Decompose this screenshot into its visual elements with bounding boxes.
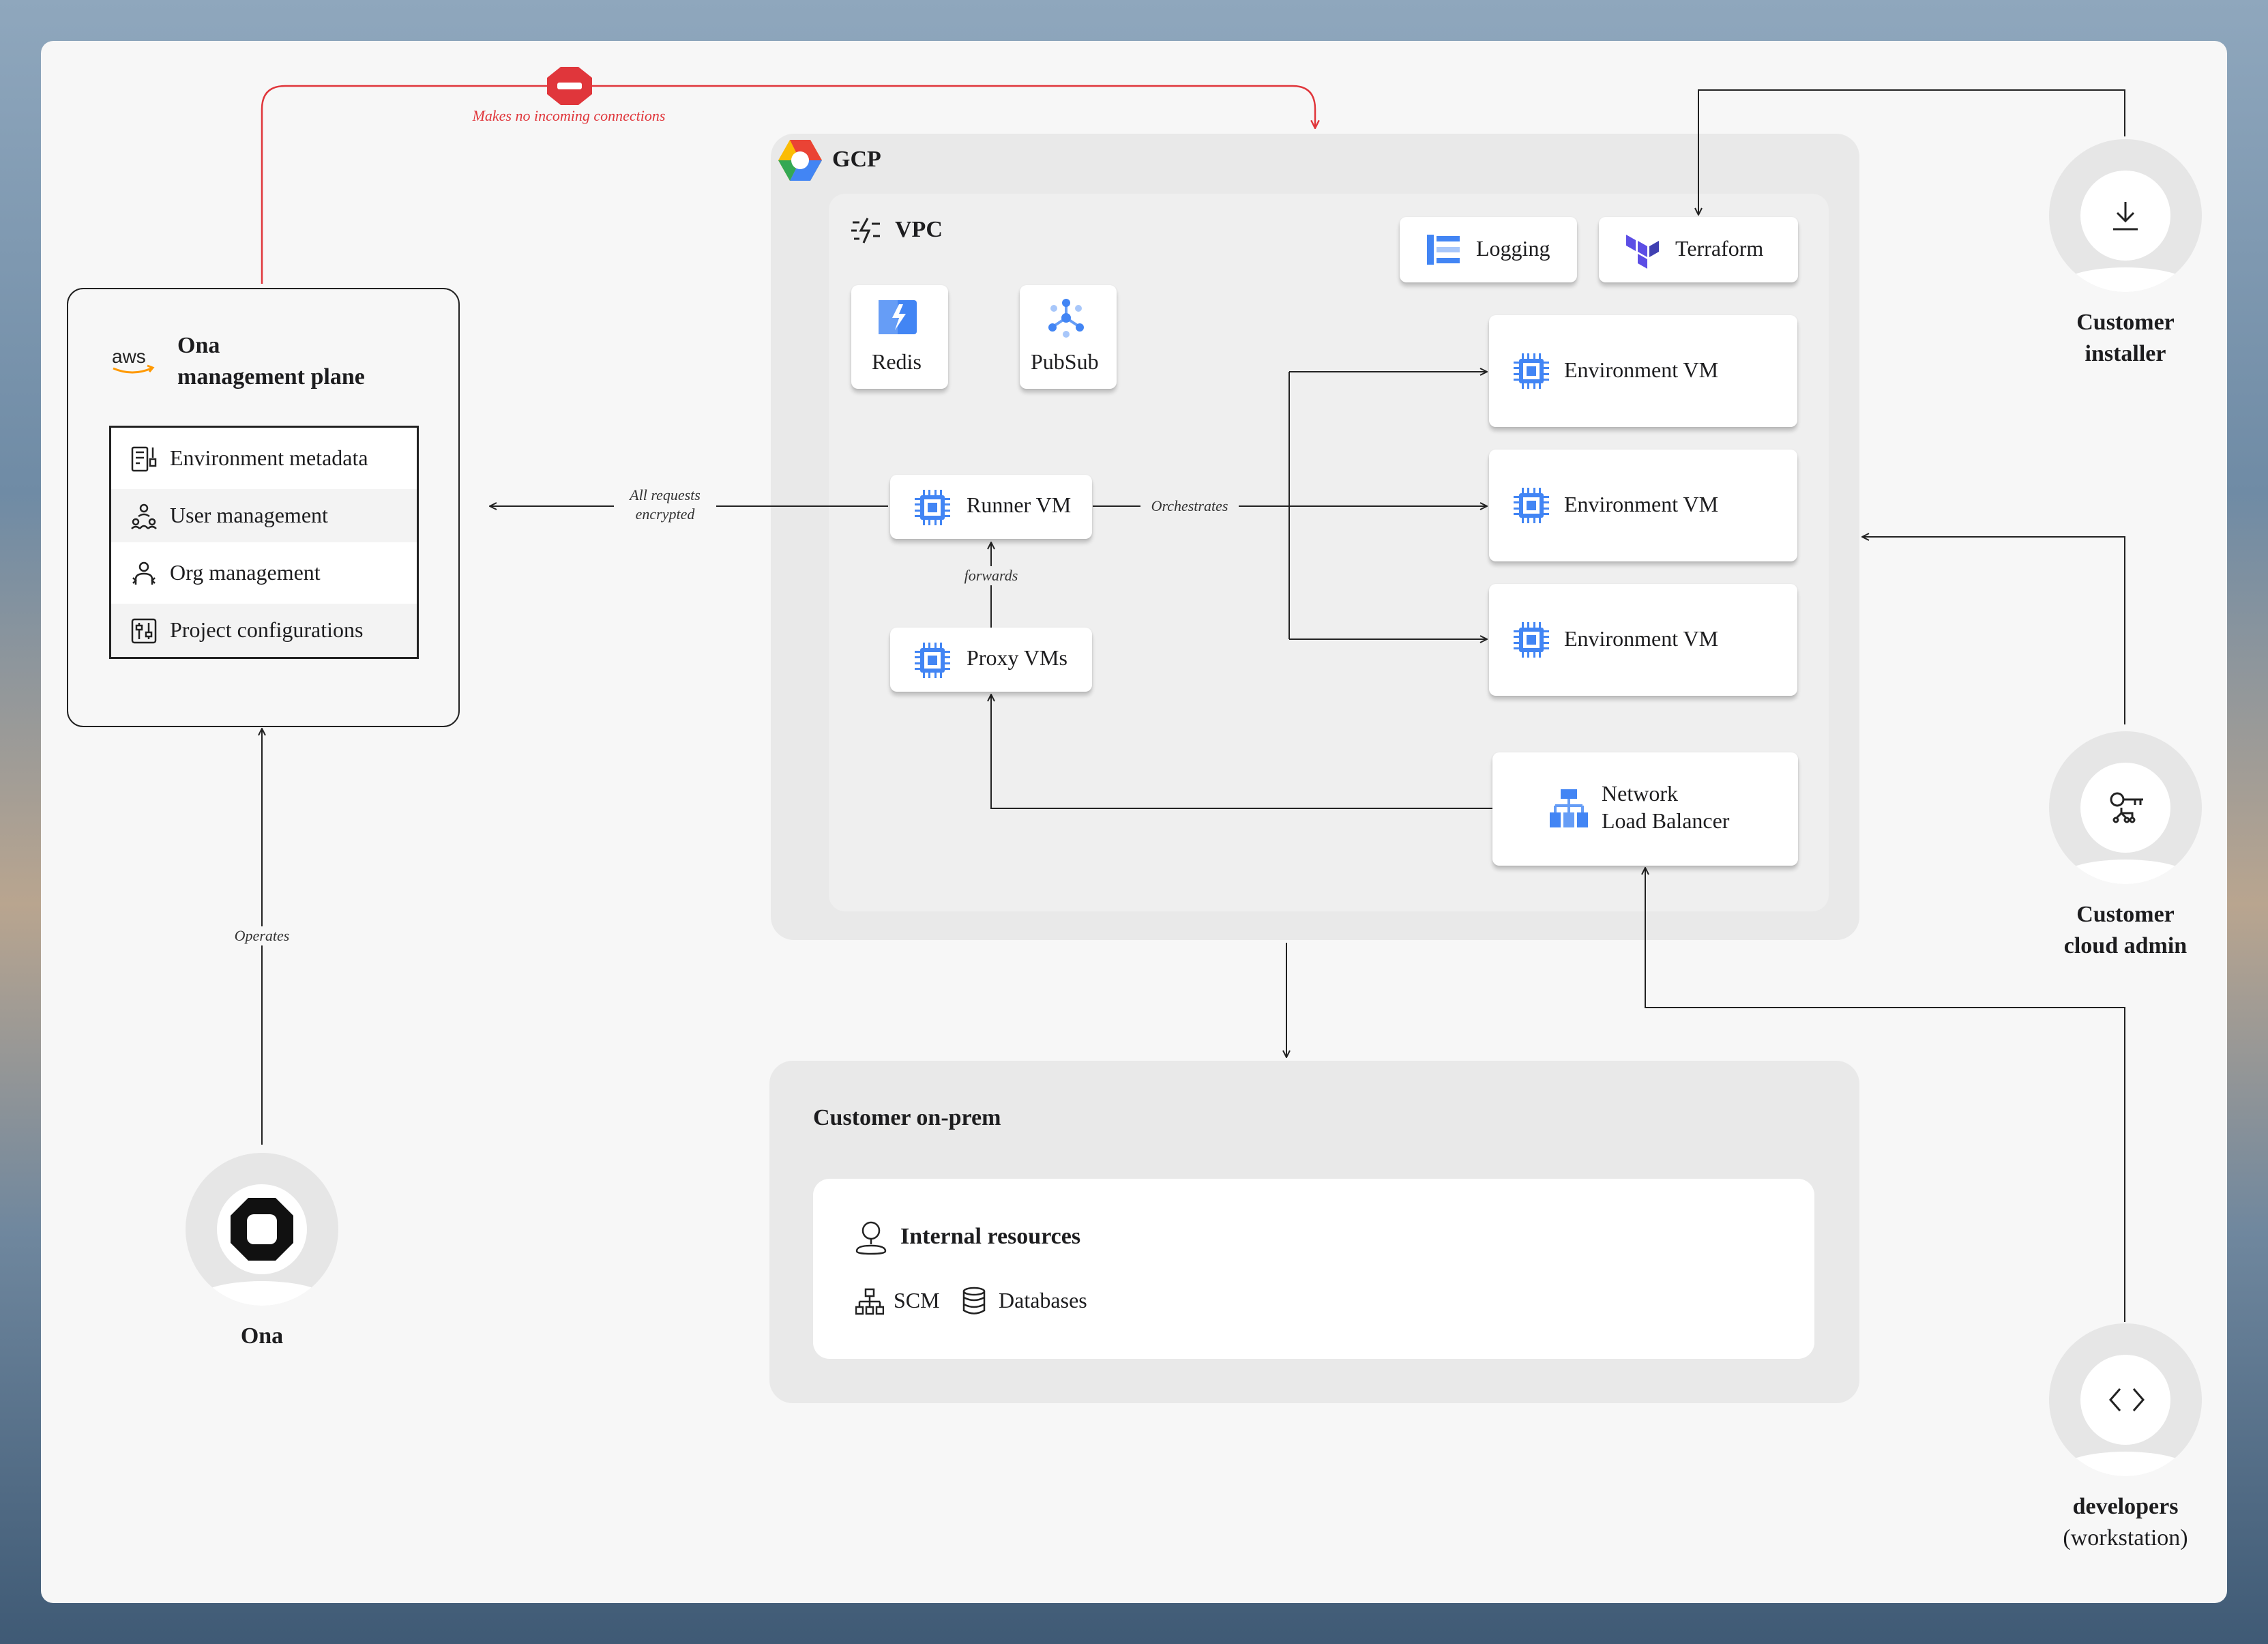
logging-node[interactable]: Logging bbox=[1400, 217, 1577, 282]
redis-node[interactable]: Redis bbox=[851, 285, 948, 389]
proxy-vms-label: Proxy VMs bbox=[967, 645, 1067, 670]
environment-vm-node[interactable]: Environment VM bbox=[1489, 450, 1797, 561]
vm-chip-icon bbox=[1512, 352, 1550, 394]
aws-logo-icon: aws bbox=[111, 345, 160, 381]
ona-avatar[interactable] bbox=[186, 1153, 338, 1306]
environment-vm-label: Environment VM bbox=[1564, 626, 1719, 651]
list-item[interactable]: User management bbox=[111, 489, 417, 542]
runner-vm-node[interactable]: Runner VM bbox=[890, 475, 1092, 539]
developers-avatar[interactable] bbox=[2049, 1323, 2202, 1476]
org-icon bbox=[130, 560, 158, 591]
terraform-node[interactable]: Terraform bbox=[1599, 217, 1798, 282]
vm-chip-icon bbox=[913, 488, 952, 530]
stop-icon bbox=[546, 65, 593, 106]
gcp-title: GCP bbox=[832, 147, 881, 172]
load-balancer-label-line2: Load Balancer bbox=[1602, 808, 1730, 833]
requests-encrypted-label: All requests encrypted bbox=[614, 486, 716, 524]
database-icon bbox=[962, 1287, 986, 1319]
vpc-title: VPC bbox=[895, 217, 943, 242]
load-balancer-icon bbox=[1550, 788, 1588, 832]
management-plane-node[interactable]: aws Ona management plane Environment met… bbox=[67, 288, 460, 727]
list-item[interactable]: Org management bbox=[111, 546, 417, 600]
no-incoming-label: Makes no incoming connections bbox=[453, 106, 685, 126]
logging-icon bbox=[1426, 232, 1461, 271]
list-item[interactable]: Project configurations bbox=[111, 604, 417, 657]
installer-line2: installer bbox=[2085, 341, 2166, 366]
operates-label: Operates bbox=[228, 926, 296, 945]
code-icon bbox=[2108, 1385, 2146, 1418]
vm-chip-icon bbox=[1512, 621, 1550, 662]
installer-line1: Customer bbox=[2076, 310, 2175, 335]
scm-label: SCM bbox=[894, 1288, 940, 1312]
logging-label: Logging bbox=[1476, 236, 1550, 261]
vm-chip-icon bbox=[1512, 486, 1550, 528]
vpc-icon bbox=[850, 216, 883, 246]
list-item-label: Environment metadata bbox=[170, 445, 368, 470]
requests-label-line2: encrypted bbox=[635, 505, 695, 523]
cloud-admin-line1: Customer bbox=[2076, 902, 2175, 927]
databases-label: Databases bbox=[999, 1288, 1087, 1312]
pubsub-icon bbox=[1044, 297, 1088, 342]
redis-icon bbox=[876, 297, 919, 340]
terraform-icon bbox=[1623, 232, 1660, 272]
internal-resources-panel bbox=[813, 1179, 1814, 1359]
ona-logo-icon bbox=[228, 1195, 296, 1267]
users-icon bbox=[130, 503, 158, 533]
environment-vm-node[interactable]: Environment VM bbox=[1489, 584, 1797, 696]
cloud-admin-line2: cloud admin bbox=[2063, 933, 2188, 958]
load-balancer-node[interactable]: Network Load Balancer bbox=[1492, 752, 1798, 866]
on-prem-title: Customer on-prem bbox=[813, 1105, 1001, 1130]
forwards-label: forwards bbox=[955, 566, 1027, 585]
proxy-vms-node[interactable]: Proxy VMs bbox=[890, 628, 1092, 692]
ona-label: Ona bbox=[240, 1323, 284, 1349]
environment-vm-label: Environment VM bbox=[1564, 492, 1719, 516]
customer-cloud-admin-avatar[interactable] bbox=[2049, 731, 2202, 884]
management-plane-list: Environment metadata User management Org… bbox=[109, 426, 419, 659]
pubsub-label: PubSub bbox=[1031, 349, 1099, 374]
requests-label-line1: All requests bbox=[630, 486, 701, 503]
load-balancer-label-line1: Network bbox=[1602, 781, 1678, 806]
location-pin-icon bbox=[854, 1220, 888, 1259]
redis-label: Redis bbox=[872, 349, 922, 374]
runner-vm-label: Runner VM bbox=[967, 493, 1072, 517]
internal-resources-title: Internal resources bbox=[900, 1224, 1081, 1249]
key-icon bbox=[2108, 790, 2146, 829]
customer-installer-avatar[interactable] bbox=[2049, 139, 2202, 292]
scm-icon bbox=[855, 1288, 885, 1320]
environment-vm-node[interactable]: Environment VM bbox=[1489, 315, 1797, 427]
customer-installer-label: Customer installer bbox=[1989, 307, 2262, 370]
terraform-label: Terraform bbox=[1675, 236, 1764, 261]
customer-cloud-admin-label: Customer cloud admin bbox=[1989, 899, 2262, 962]
download-icon bbox=[2109, 199, 2142, 235]
metadata-icon bbox=[130, 445, 158, 476]
list-item-label: Project configurations bbox=[170, 617, 364, 642]
pubsub-node[interactable]: PubSub bbox=[1020, 285, 1117, 389]
management-plane-title-line1: Ona bbox=[177, 333, 220, 358]
list-item-label: User management bbox=[170, 503, 328, 527]
management-plane-title-line2: management plane bbox=[177, 364, 365, 390]
orchestrates-label: Orchestrates bbox=[1140, 497, 1239, 516]
developers-line2: (workstation) bbox=[2063, 1525, 2188, 1551]
svg-text:aws: aws bbox=[112, 346, 146, 367]
list-item-label: Org management bbox=[170, 560, 321, 585]
developers-line1: developers bbox=[2072, 1494, 2179, 1519]
gcp-logo-icon bbox=[776, 138, 824, 183]
developers-label: developers (workstation) bbox=[1989, 1491, 2262, 1554]
list-item[interactable]: Environment metadata bbox=[111, 432, 417, 485]
config-icon bbox=[130, 617, 158, 648]
environment-vm-label: Environment VM bbox=[1564, 357, 1719, 382]
vm-chip-icon bbox=[913, 641, 952, 683]
